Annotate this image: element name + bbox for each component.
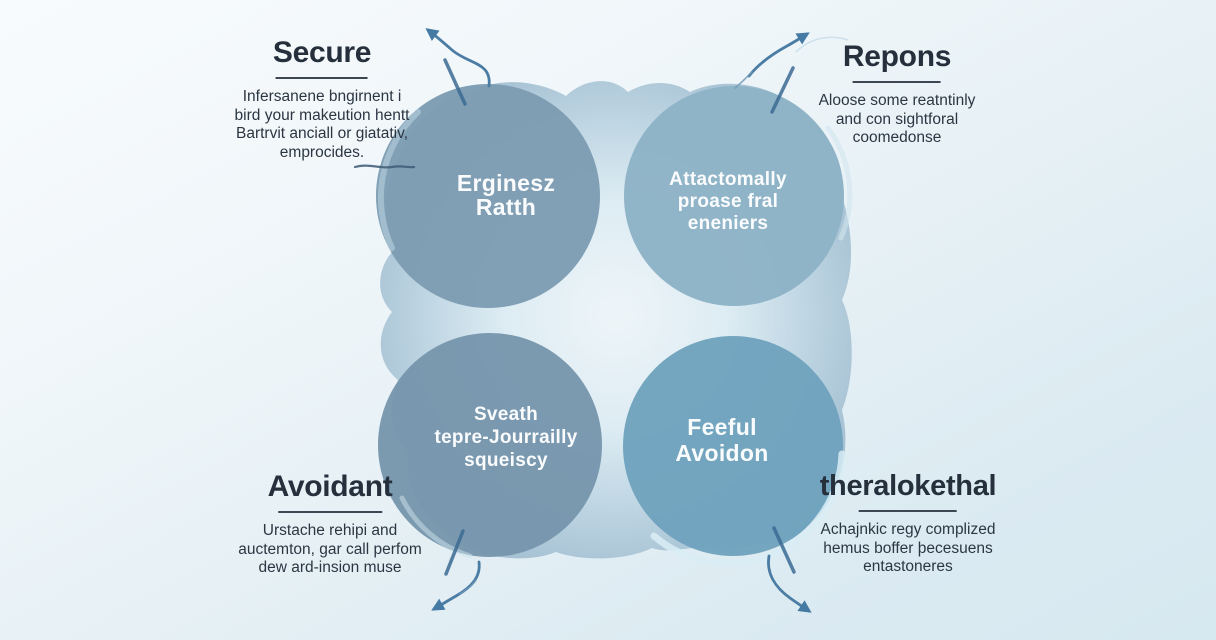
tick-mark-top-right bbox=[770, 66, 795, 114]
circle-label-line: Ratth bbox=[475, 194, 537, 220]
circle-label-line: squeiscy bbox=[464, 450, 548, 471]
quadrant-description: Urstache rehipi and auctemton, gar call … bbox=[238, 522, 422, 578]
arrow-down-left-tail bbox=[459, 579, 477, 595]
quadrant-description: Achajnkic regy complized hemus boffer þe… bbox=[820, 521, 997, 577]
highlight-crescent bbox=[399, 495, 473, 559]
quadrant-avoidant: Avoidant Urstache rehipi and auctemton, … bbox=[238, 470, 422, 578]
tick-mark-top-left bbox=[443, 58, 467, 106]
description-line: auctemton, gar call perfom bbox=[238, 540, 422, 558]
quadrant-repons: Repons Aloose some reatntinly and con si… bbox=[819, 40, 976, 148]
description-line: dew ard-insion muse bbox=[258, 559, 402, 577]
description-line: Urstache rehipi and bbox=[262, 522, 398, 539]
circle-top-right bbox=[624, 86, 844, 306]
highlight-crescent bbox=[377, 109, 421, 251]
quadrant-secure: Secure Infersanene bngirnent i bird your… bbox=[235, 36, 410, 162]
description-line: Infersanene bngirnent i bbox=[242, 88, 402, 105]
description-line: and con sightforal bbox=[835, 110, 959, 128]
circle-label-top-right: Attactomally proase fral eneniers bbox=[669, 169, 787, 235]
circle-bottom-left bbox=[378, 333, 602, 557]
arrow-down-right-icon bbox=[767, 554, 812, 613]
circle-label-bottom-right: Feeful Avoidon bbox=[675, 414, 768, 466]
circle-label-line: eneniers bbox=[687, 213, 769, 234]
circle-top-left bbox=[376, 84, 600, 308]
circle-bottom-right bbox=[623, 336, 843, 556]
arrow-up-right-icon bbox=[747, 32, 810, 78]
circle-label-line: Erginesz bbox=[456, 170, 556, 196]
quadrant-heading: theralokethal bbox=[819, 470, 997, 502]
description-line: emprocides. bbox=[279, 143, 365, 161]
decorative-curl bbox=[795, 36, 849, 53]
quadrant-description: Infersanene bngirnent i bird your makeut… bbox=[235, 88, 410, 162]
heading-underline bbox=[853, 81, 941, 83]
circle-label-line: proase fral bbox=[677, 191, 779, 212]
tick-mark-bottom-right bbox=[772, 526, 796, 574]
circle-label-line: Avoidon bbox=[675, 440, 769, 466]
description-line: coomedonse bbox=[852, 129, 942, 147]
description-line: hemus boffer þecesuens bbox=[823, 539, 993, 557]
description-line: bird your makeution hentt bbox=[234, 106, 410, 124]
arrow-up-left-icon bbox=[425, 28, 491, 88]
description-line: Bartrvit anciall or giatativ, bbox=[236, 125, 408, 143]
quadrant-heading: Repons bbox=[842, 40, 952, 73]
underline-scribble bbox=[353, 164, 416, 169]
circle-label-bottom-left: Sveath tepre-Jourrailly squeiscy bbox=[434, 403, 577, 472]
highlight-crescent bbox=[825, 125, 853, 241]
description-line: Aloose some reatntinly bbox=[818, 92, 976, 109]
circle-label-top-left: Erginesz Ratth bbox=[457, 171, 555, 219]
circle-label-line: Feeful bbox=[687, 414, 757, 440]
quadrant-description: Aloose some reatntinly and con sightfora… bbox=[819, 92, 976, 148]
quadrant-heading: Avoidant bbox=[267, 470, 393, 503]
circle-label-line: tepre-Jourrailly bbox=[434, 427, 578, 448]
circle-label-line: Attactomally bbox=[669, 169, 787, 190]
quadrant-heading: Secure bbox=[272, 36, 372, 69]
circle-label-line: Sveath bbox=[473, 404, 539, 425]
arrow-up-right-tail bbox=[734, 71, 753, 89]
heading-underline bbox=[277, 511, 382, 513]
highlight-crescent bbox=[650, 450, 846, 567]
description-line: entastoneres bbox=[863, 558, 953, 576]
arrow-down-left-icon bbox=[431, 560, 481, 611]
tick-mark-bottom-left bbox=[444, 529, 465, 576]
description-line: Achajnkic regy complized bbox=[820, 521, 996, 538]
quadrant-theralokethal: theralokethal Achajnkic regy complized h… bbox=[820, 470, 997, 577]
heading-underline bbox=[276, 77, 368, 79]
heading-underline bbox=[858, 510, 957, 512]
